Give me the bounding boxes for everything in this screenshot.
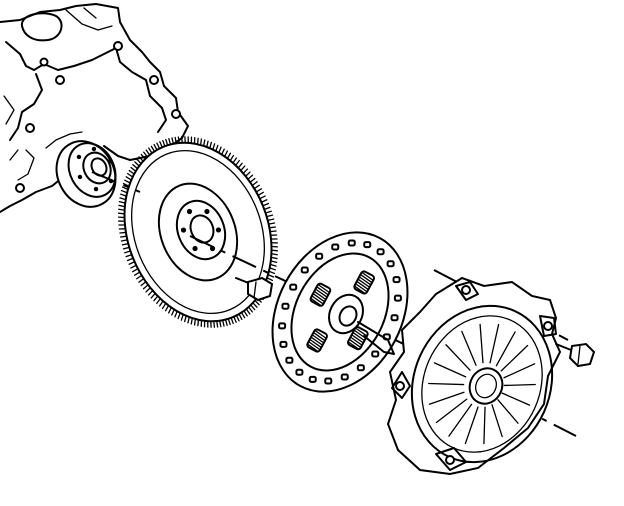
- diaphragm-finger: [503, 383, 536, 387]
- diaphragm-finger: [448, 403, 473, 437]
- flywheel-bolt-hole: [186, 208, 193, 215]
- friction-rivet: [371, 350, 380, 358]
- flywheel-bolt-hole: [209, 245, 216, 252]
- friction-rivet: [331, 243, 340, 251]
- diaphragm-finger: [479, 323, 484, 364]
- friction-rivet: [308, 375, 317, 383]
- diaphragm-finger: [497, 399, 519, 424]
- flywheel-bolt-hole: [215, 227, 222, 233]
- friction-rivet: [278, 322, 287, 330]
- diaphragm-finger: [435, 398, 468, 424]
- flywheel-bolt-hole: [180, 227, 187, 233]
- friction-rivet: [340, 373, 349, 381]
- diaphragm-finger: [500, 344, 529, 372]
- friction-rivet: [289, 283, 298, 291]
- friction-rivet: [300, 266, 309, 274]
- diaphragm-finger: [445, 344, 471, 371]
- damper-spring: [309, 282, 332, 307]
- clutch-disc: [271, 231, 409, 393]
- flywheel: [117, 136, 279, 328]
- diaphragm-finger: [489, 323, 500, 364]
- flywheel-bolt-hole: [192, 245, 198, 252]
- friction-rivet: [386, 260, 395, 268]
- friction-rivet: [376, 248, 385, 256]
- friction-rivet: [281, 302, 290, 310]
- friction-rivet: [390, 314, 399, 322]
- friction-rivet: [295, 368, 304, 376]
- flange-bolt: [107, 158, 113, 164]
- diaphragm-finger: [433, 362, 467, 378]
- pressure-plate: [386, 276, 562, 476]
- diaphragm-finger: [503, 363, 536, 379]
- friction-rivet: [285, 356, 294, 364]
- friction-rivet: [356, 364, 365, 372]
- friction-rivet: [324, 377, 333, 385]
- diaphragm-finger: [483, 406, 486, 445]
- flange-bolt: [93, 186, 99, 192]
- damper-spring: [347, 326, 369, 351]
- diaphragm-finger: [464, 406, 479, 445]
- friction-rivet: [347, 239, 356, 247]
- friction-rivet: [363, 241, 372, 249]
- friction-rivet: [279, 340, 288, 348]
- pressure-plate-bolt: [555, 342, 596, 368]
- friction-rivet: [315, 252, 324, 260]
- flywheel-bolt: [235, 276, 274, 302]
- damper-spring: [353, 270, 375, 295]
- flange-bolt: [91, 146, 97, 152]
- friction-rivet: [393, 294, 402, 302]
- diaphragm-finger: [501, 392, 531, 406]
- damper-spring: [306, 328, 328, 353]
- diaphragm-finger: [428, 391, 465, 405]
- diaphragm-finger: [461, 330, 477, 366]
- flange-bolt: [76, 154, 82, 160]
- diaphragm-finger: [428, 382, 465, 386]
- diaphragm-finger: [495, 331, 516, 367]
- friction-rivet: [392, 276, 401, 284]
- flange-bolt: [77, 174, 83, 180]
- diaphragm-finger: [491, 404, 503, 438]
- flywheel-bolt-hole: [204, 208, 210, 215]
- crankshaft-flange: [55, 140, 117, 208]
